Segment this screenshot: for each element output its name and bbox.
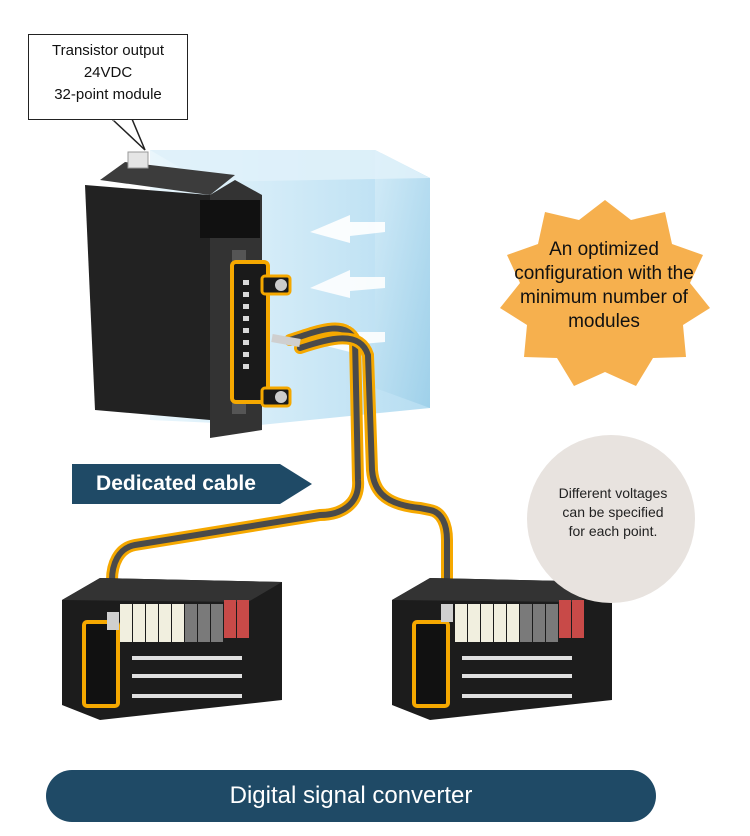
- cable-label: Dedicated cable: [96, 472, 256, 495]
- callout-line: Transistor output: [52, 42, 164, 59]
- module-connector: [230, 260, 270, 404]
- callout-box: [28, 34, 188, 120]
- starburst-badge: [500, 200, 710, 386]
- starburst-text: An optimized configuration with the mini…: [486, 238, 722, 334]
- output-module: [85, 151, 292, 438]
- callout-line: 24VDC: [83, 64, 133, 81]
- circle-note-text: Different voltages can be specified for …: [528, 484, 698, 541]
- starburst-line: An optimized: [549, 239, 659, 260]
- converter-left: [62, 578, 282, 720]
- converter-right: [392, 578, 612, 720]
- callout-pointer: [110, 118, 146, 151]
- cable-label-bg: [72, 464, 312, 504]
- callout-line: 32-point module: [54, 86, 162, 103]
- module-callout: Transistor output 24VDC 32-point module: [28, 40, 188, 106]
- circle-line: Different voltages: [558, 485, 668, 501]
- circle-note-bg: [527, 435, 695, 603]
- footer-label: Digital signal converter: [46, 770, 656, 822]
- circle-line: for each point.: [568, 523, 658, 539]
- starburst-line: modules: [568, 311, 640, 332]
- starburst-line: configuration with the: [514, 263, 694, 284]
- dedicated-cable: [106, 322, 453, 646]
- starburst-line: minimum number of: [520, 287, 688, 308]
- circle-line: can be specified: [562, 504, 664, 520]
- module-latch: [127, 151, 149, 169]
